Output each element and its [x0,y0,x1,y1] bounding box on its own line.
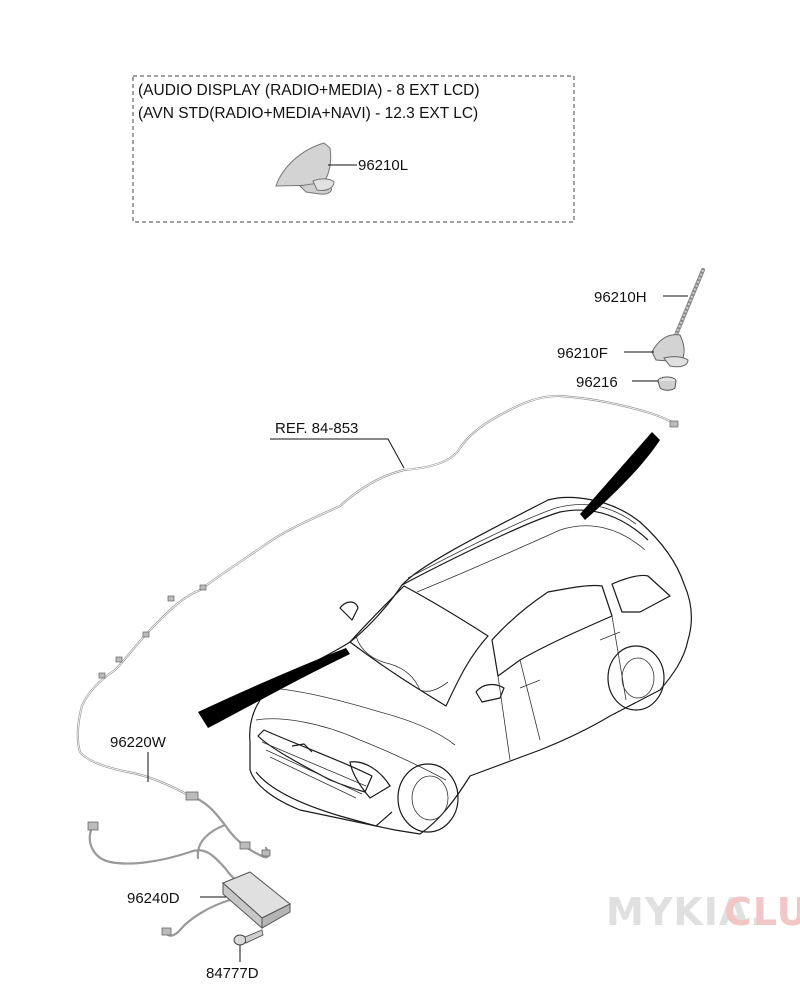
label-84777D: 84777D [206,965,259,982]
label-96240D: 96240D [127,890,180,907]
label-96210H: 96210H [594,289,647,306]
variant-line-1: (AUDIO DISPLAY (RADIO+MEDIA) - 8 EXT LCD… [138,82,480,99]
leader-reference [270,438,405,469]
watermark-text-red: CLUB [724,890,800,934]
variant-line-2: (AVN STD(RADIO+MEDIA+NAVI) - 12.3 EXT LC… [138,105,478,122]
watermark: MYKIA. CLUB [606,890,800,934]
callout-pointer-roof [580,432,660,520]
feeder-cable-group: 96220W [87,734,271,937]
antenna-rod-group: 96210H [594,268,705,337]
watermark-text-gray: MYKIA. [606,890,765,934]
label-96210L: 96210L [358,157,408,174]
label-96216: 96216 [576,374,618,391]
car-illustration [249,496,693,835]
antenna-rod-illustration [674,268,705,337]
label-reference: REF. 84-853 [275,420,358,437]
roof-harness [76,394,679,798]
amplifier-group: 96240D [127,871,291,930]
shark-fin-antenna-illustration [275,142,335,195]
variant-box: (AUDIO DISPLAY (RADIO+MEDIA) - 8 EXT LCD… [132,75,575,223]
screw-group: 84777D [206,929,264,982]
label-96220W: 96220W [110,734,167,751]
antenna-base-group: 96210F [557,334,689,368]
label-96210F: 96210F [557,345,608,362]
reference-group: REF. 84-853 [270,420,405,469]
callout-pointer-dash [198,648,350,728]
grommet-group: 96216 [576,374,677,391]
screw-illustration [233,934,247,946]
